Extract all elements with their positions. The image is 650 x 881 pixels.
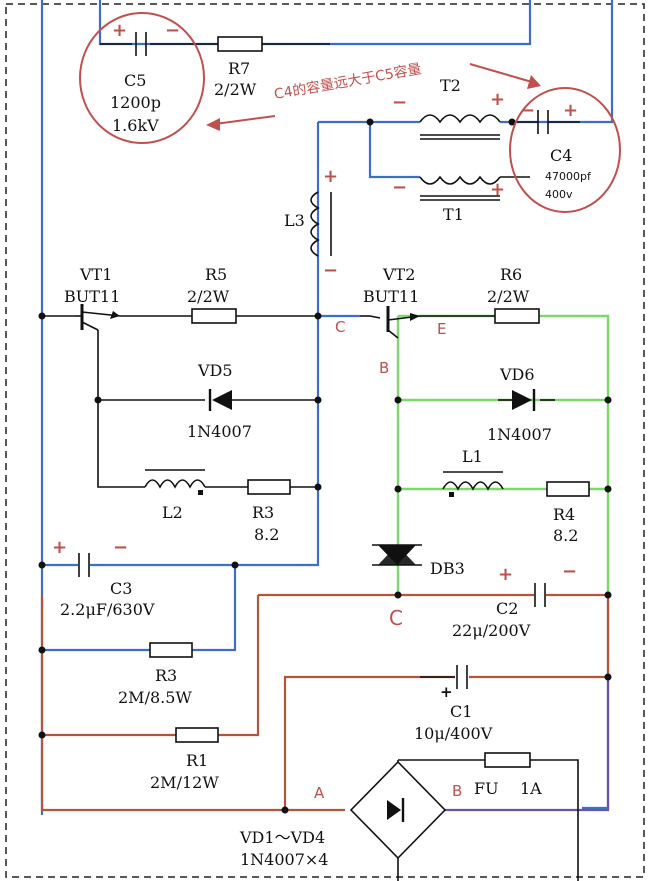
purple-net <box>445 680 610 812</box>
c2-ref: C2 <box>496 599 518 618</box>
l1-ref: L1 <box>462 447 483 466</box>
l3-ref: L3 <box>284 211 305 230</box>
c4-highlight-circle <box>509 87 621 213</box>
c4-minus-marker: − <box>520 100 535 121</box>
c1-ref: C1 <box>450 702 472 721</box>
c5-ref: C5 <box>124 71 146 90</box>
component-wiring <box>42 43 579 881</box>
l3-minus-marker: − <box>323 260 338 281</box>
node-c-letter: C <box>389 606 403 630</box>
t2-ref: T2 <box>440 76 461 95</box>
t2-transformer-symbol <box>419 114 501 140</box>
r4-ref: R4 <box>553 505 575 524</box>
annotation-circles <box>79 12 621 213</box>
r3-upper-resistor-symbol <box>247 479 291 495</box>
c5-plus-marker: + <box>112 20 127 41</box>
t1-ref: T1 <box>443 205 464 224</box>
r3-lower-value: 2M/8.5W <box>118 688 192 707</box>
c1-value: 10μ/400V <box>414 724 493 743</box>
node-a-letter: A <box>314 784 325 802</box>
c4-plus-marker: + <box>563 100 578 121</box>
vt1-part: BUT11 <box>64 287 120 306</box>
bridge-part: 1N4007×4 <box>240 850 328 869</box>
c5-rating: 1.6kV <box>112 116 159 135</box>
vd5-ref: VD5 <box>197 361 233 380</box>
fu-ref: FU <box>474 779 499 798</box>
c4-ref: C4 <box>550 146 572 165</box>
r7-value: 2/2W <box>214 80 257 99</box>
arrow-to-c5 <box>214 115 276 125</box>
r3-upper-ref: R3 <box>252 503 274 522</box>
t2-plus-marker: + <box>490 89 505 110</box>
r5-resistor-symbol <box>191 308 237 324</box>
vd6-part: 1N4007 <box>487 425 552 444</box>
c2-minus-marker: − <box>562 561 577 582</box>
r3-lower-resistor-symbol <box>149 642 193 658</box>
l3-inductor-symbol <box>310 191 332 257</box>
c3-capacitor-symbol <box>78 553 90 577</box>
r3-lower-ref: R3 <box>155 666 177 685</box>
c2-plus-marker: + <box>498 564 513 585</box>
vt2-part: BUT11 <box>363 287 419 306</box>
c3-value: 2.2μF/630V <box>60 600 155 619</box>
c5-capacitor-symbol <box>135 32 147 56</box>
c2-capacitor-symbol <box>534 583 546 607</box>
node-b-letter: B <box>452 782 462 800</box>
l2-inductor-symbol <box>144 469 206 495</box>
c2-value: 22μ/200V <box>452 621 531 640</box>
r6-value: 2/2W <box>487 287 530 306</box>
c1-plus-marker: + <box>440 683 453 701</box>
junction-dots <box>38 118 612 814</box>
c1-capacitor-symbol <box>455 665 469 689</box>
vt2-collector-letter: C <box>335 318 345 336</box>
bridge-rectifier-symbol <box>349 759 447 860</box>
r5-ref: R5 <box>205 265 227 284</box>
t2-minus-marker: − <box>392 92 407 113</box>
vt2-transistor-symbol <box>369 306 421 339</box>
t1-minus-marker: − <box>392 177 407 198</box>
r6-ref: R6 <box>500 265 522 284</box>
vt2-base-letter: B <box>379 359 389 377</box>
arrow-to-c4 <box>469 63 533 83</box>
t1-transformer-symbol <box>419 175 530 201</box>
vd5-part: 1N4007 <box>187 422 252 441</box>
vd6-ref: VD6 <box>499 365 535 384</box>
db3-diac-symbol <box>372 544 422 566</box>
c3-minus-marker: − <box>113 537 128 558</box>
r6-resistor-symbol <box>494 308 540 324</box>
c5-value: 1200p <box>110 93 161 112</box>
t1-plus-marker: + <box>490 179 505 200</box>
c3-plus-marker: + <box>52 537 67 558</box>
l3-plus-marker: + <box>323 166 338 187</box>
vt2-emitter-letter: E <box>437 320 446 338</box>
l2-ref: L2 <box>162 503 183 522</box>
r3-upper-value: 8.2 <box>254 525 279 544</box>
r1-resistor-symbol <box>175 727 219 743</box>
page-border <box>5 3 645 878</box>
vt1-ref: VT1 <box>79 265 112 284</box>
c3-ref: C3 <box>110 579 132 598</box>
c5-minus-marker: − <box>165 20 180 41</box>
green-net <box>396 314 610 595</box>
fu-fuse-symbol <box>484 752 531 768</box>
vt2-ref: VT2 <box>382 265 415 284</box>
vd5-diode-symbol <box>208 389 232 411</box>
r4-resistor-symbol <box>546 481 590 497</box>
c4-rating: 400v <box>545 188 573 201</box>
db3-ref: DB3 <box>430 559 465 578</box>
c4-value: 47000pf <box>545 170 592 183</box>
bridge-ref: VD1～VD4 <box>239 828 325 847</box>
vd6-diode-symbol <box>512 389 536 411</box>
r7-resistor-symbol <box>217 36 263 52</box>
r4-value: 8.2 <box>553 526 578 545</box>
r1-value: 2M/12W <box>150 773 219 792</box>
r1-ref: R1 <box>186 751 208 770</box>
r7-ref: R7 <box>228 59 250 78</box>
c5-highlight-circle <box>79 12 205 144</box>
fu-value: 1A <box>520 779 542 798</box>
r5-value: 2/2W <box>187 287 230 306</box>
l1-inductor-symbol <box>442 471 504 497</box>
vt1-transistor-symbol <box>75 304 121 331</box>
